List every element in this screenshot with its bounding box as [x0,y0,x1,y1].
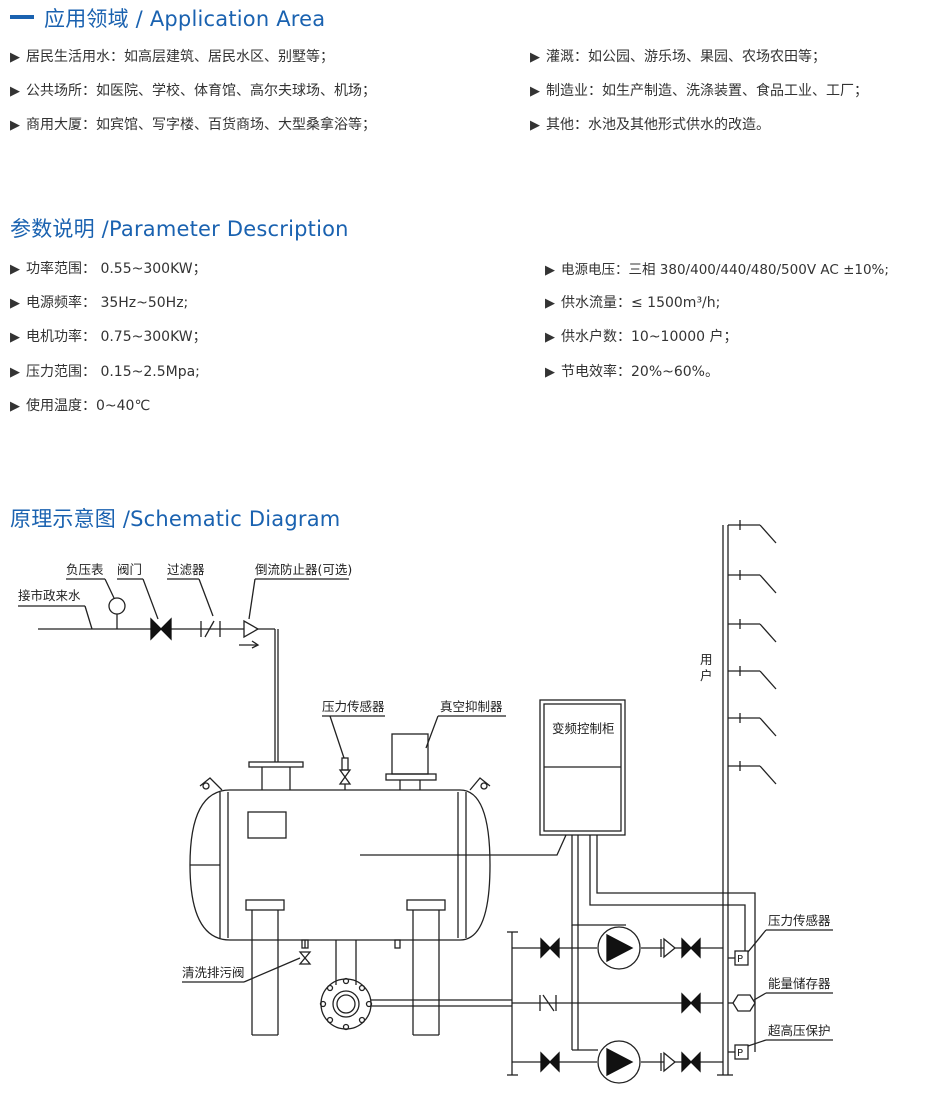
bullet-triangle-icon: ▶ [530,50,540,65]
pump-1-icon [597,926,641,970]
parameter-item: ▶压力范围： 0.15~2.5Mpa; [10,364,200,380]
application-item: ▶其他：水池及其他形式供水的改造。 [530,117,770,133]
label-vfd-cabinet: 变频控制柜 [552,721,615,736]
label-p-1: P [737,954,743,965]
parameter-item: ▶电源电压：三相 380/400/440/480/500V AC ±10%; [545,262,889,278]
pressure-tank [189,777,491,941]
label-filter: 过滤器 [167,562,205,577]
drain-valve-icon [298,939,312,965]
application-section-title: 应用领域 / Application Area [10,3,325,33]
label-pressure-sensor-pipe: 压力传感器 [768,913,831,928]
application-item: ▶灌溉：如公园、游乐场、果园、农场农田等； [530,49,826,65]
bullet-triangle-icon: ▶ [545,365,555,380]
pump-2-icon [597,1040,641,1084]
bullet-triangle-icon: ▶ [10,84,20,99]
label-overpressure-protection: 超高压保护 [768,1023,831,1038]
label-backflow-preventer: 倒流防止器(可选) [255,562,352,577]
parameter-item: ▶功率范围： 0.55~300KW； [10,261,207,277]
application-item: ▶居民生活用水：如高层建筑、居民水区、别墅等； [10,49,334,65]
schematic-section-title: 原理示意图 /Schematic Diagram [10,507,341,531]
user-riser [717,520,777,1076]
bullet-triangle-icon: ▶ [10,365,20,380]
title-bar-icon [10,15,34,19]
label-energy-storage: 能量储存器 [768,976,831,991]
bullet-triangle-icon: ▶ [10,399,20,414]
bullet-triangle-icon: ▶ [545,330,555,345]
bullet-triangle-icon: ▶ [530,118,540,133]
label-users: 用户 [700,652,713,683]
pressure-gauge-icon [108,597,126,629]
label-negative-pressure-gauge: 负压表 [66,562,104,577]
tank-support-left [245,899,285,1036]
bullet-triangle-icon: ▶ [10,296,20,311]
bullet-triangle-icon: ▶ [545,263,555,278]
label-p-2: P [737,1048,743,1059]
backflow-preventer-icon [239,619,260,649]
valve-icon [150,617,172,641]
bullet-triangle-icon: ▶ [10,262,20,277]
tank-support-right [406,899,446,1036]
bullet-triangle-icon: ▶ [10,118,20,133]
application-item: ▶公共场所：如医院、学校、体育馆、高尔夫球场、机场； [10,83,376,99]
riser-pressure-sensor-icon [728,950,749,966]
filter-icon [200,620,221,638]
inlet-pipe [38,628,279,762]
parameter-item: ▶电机功率： 0.75~300KW； [10,329,207,345]
parameter-item: ▶节电效率：20%~60%。 [545,364,719,380]
bullet-triangle-icon: ▶ [10,50,20,65]
bullet-triangle-icon: ▶ [10,330,20,345]
parameter-item: ▶供水户数：10~10000 户； [545,329,738,345]
vacuum-suppressor-icon [385,733,437,790]
vfd-cabinet [539,699,626,836]
tank-pressure-sensor-icon [338,757,352,790]
application-item: ▶商用大厦：如宾馆、写字楼、百货商场、大型桑拿浴等； [10,117,376,133]
parameter-item: ▶使用温度：0~40℃ [10,398,151,414]
parameter-section-title: 参数说明 /Parameter Description [10,217,349,241]
bullet-triangle-icon: ▶ [545,296,555,311]
parameter-item: ▶电源频率： 35Hz~50Hz; [10,295,189,311]
label-vacuum-suppressor: 真空抑制器 [440,699,503,714]
bullet-triangle-icon: ▶ [530,84,540,99]
label-pressure-sensor-tank: 压力传感器 [322,699,385,714]
control-wiring [571,835,756,1052]
tank-outlet-flange [319,940,512,1031]
pump-valves [539,937,701,1073]
label-valve: 阀门 [117,562,142,577]
label-municipal-inlet: 接市政来水 [18,588,81,603]
energy-storage-icon [728,994,756,1012]
overpressure-protection-icon [728,1044,749,1060]
label-cleaning-drain-valve: 清洗排污阀 [182,965,245,980]
parameter-item: ▶供水流量：≤ 1500m³/h; [545,295,721,311]
application-item: ▶制造业：如生产制造、洗涤装置、食品工业、工厂； [530,83,868,99]
tank-inlet-nozzle [248,761,304,790]
